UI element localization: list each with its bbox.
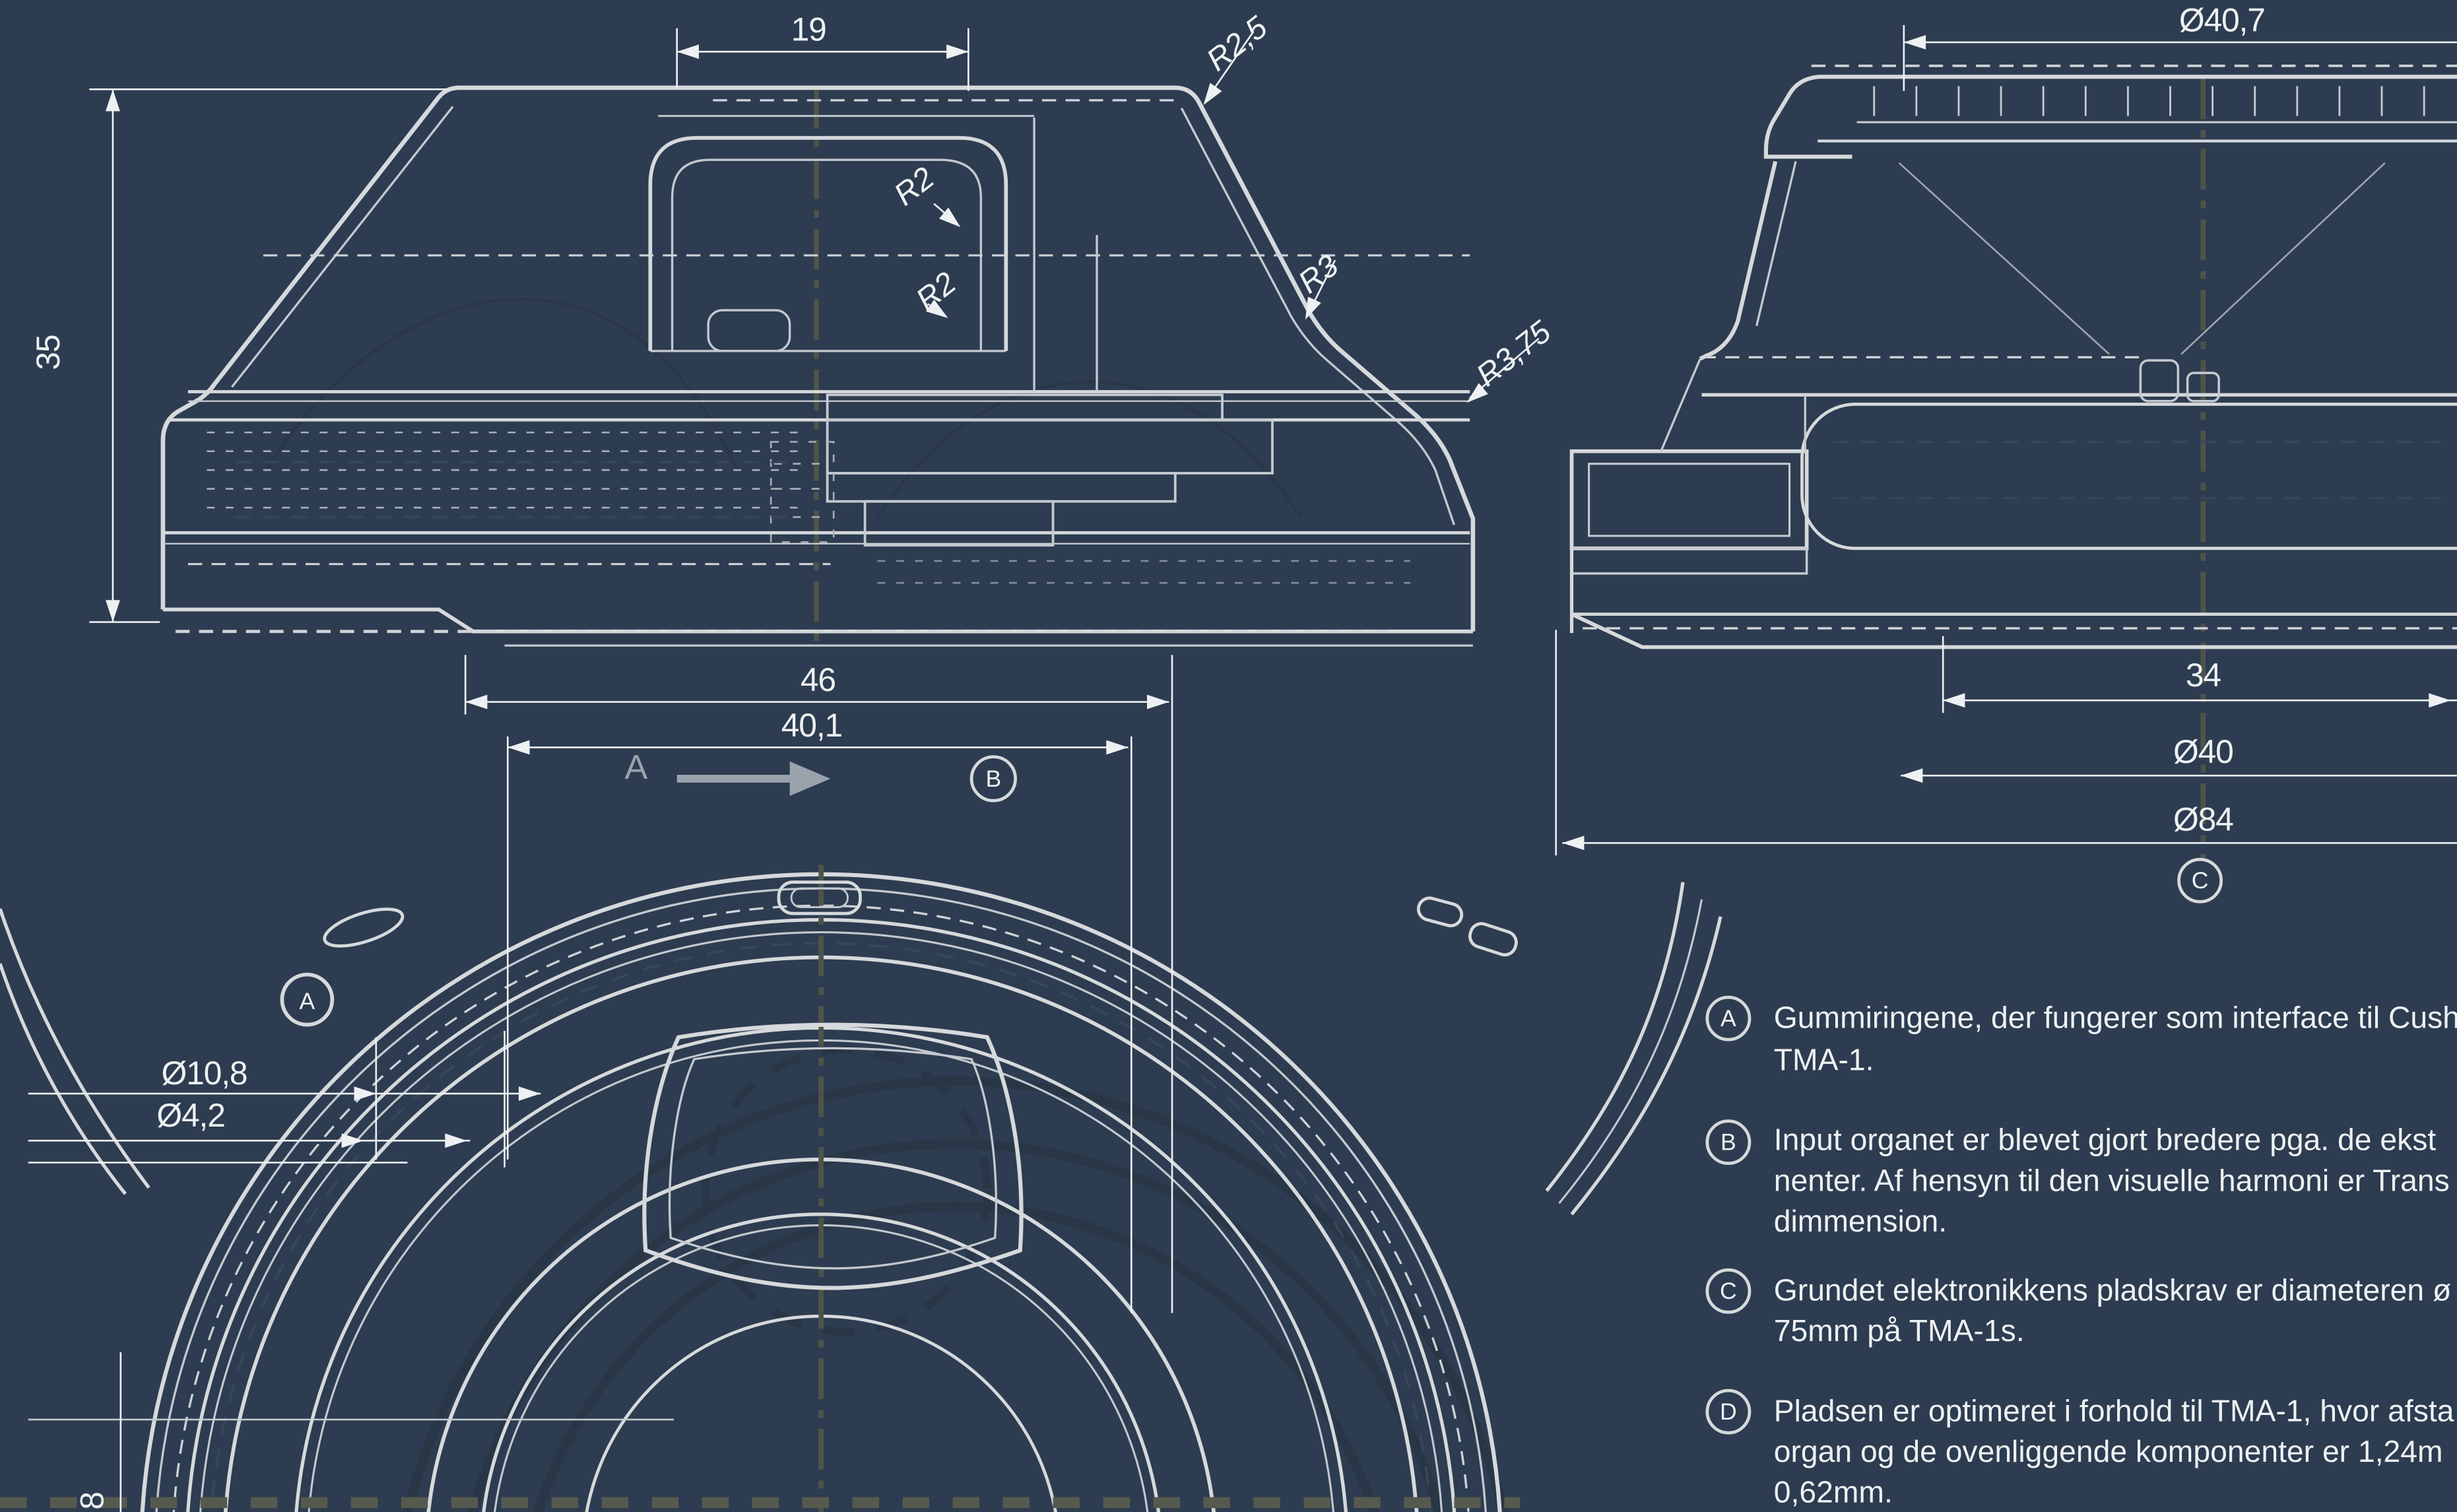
note-c: C Grundet elektronikkens pladskrav er di… <box>1705 1268 2451 1348</box>
dim-46: 46 <box>801 661 835 698</box>
section-letter-a: A <box>625 748 648 787</box>
right-section-view <box>1569 64 2457 859</box>
notes-block: A Gummiringene, der fungerer som interfa… <box>1705 995 2457 1509</box>
dim-d40: Ø40 <box>2173 733 2233 770</box>
svg-text:A: A <box>1720 1005 1736 1032</box>
dim-10-8: Ø10,8 <box>162 1055 247 1092</box>
callout-b: B <box>985 766 1001 792</box>
note-a-line2: TMA-1. <box>1774 1043 1874 1077</box>
svg-text:D: D <box>1720 1398 1737 1425</box>
dim-40-7: Ø40,7 <box>2179 1 2265 38</box>
dim-34: 34 <box>2186 657 2221 694</box>
note-c-line1: Grundet elektronikkens pladskrav er diam… <box>1774 1272 2451 1307</box>
callout-a: A <box>299 988 315 1014</box>
callout-c: C <box>2192 867 2209 894</box>
dim-r2-a: R2 <box>888 160 940 213</box>
bottom-plan-view <box>0 865 1722 1512</box>
dim-r3-75: R3,75 <box>1470 314 1557 393</box>
note-b-line3: dimmension. <box>1774 1204 1947 1238</box>
note-b-line2: nenter. Af hensyn til den visuelle harmo… <box>1774 1163 2450 1197</box>
grill-ticks <box>1873 86 2425 116</box>
dim-4-2: Ø4,2 <box>156 1097 224 1134</box>
dim-r2-5: R2,5 <box>1200 9 1274 78</box>
note-d: D Pladsen er optimeret i forhold til TMA… <box>1705 1389 2454 1509</box>
note-b-line1: Input organet er blevet gjort bredere pg… <box>1774 1123 2437 1157</box>
dimensions-right: Ø40,7 34 Ø40 Ø84 C <box>1555 1 2457 904</box>
dimensions-bottom: 46 40,1 A B A Ø10,8 Ø4,2 8 <box>28 655 1173 1512</box>
note-d-line2: organ og de ovenliggende komponenter er … <box>1774 1434 2443 1468</box>
note-b: B Input organet er blevet gjort bredere … <box>1705 1119 2450 1238</box>
dim-cut-8: 8 <box>74 1492 111 1510</box>
dim-35: 35 <box>30 335 67 370</box>
dim-40-1: 40,1 <box>781 707 842 744</box>
note-a-line1: Gummiringene, der fungerer som interface… <box>1774 1000 2457 1034</box>
dim-r2-b: R2 <box>909 265 962 317</box>
left-section-view <box>160 85 1476 647</box>
svg-text:B: B <box>1720 1129 1736 1156</box>
svg-text:C: C <box>1720 1278 1737 1304</box>
note-d-line3: 0,62mm. <box>1774 1475 1893 1509</box>
dim-d84: Ø84 <box>2173 801 2233 838</box>
note-d-line1: Pladsen er optimeret i forhold til TMA-1… <box>1774 1393 2454 1428</box>
note-c-line2: 75mm på TMA-1s. <box>1774 1313 2025 1348</box>
note-a: A Gummiringene, der fungerer som interfa… <box>1705 995 2457 1077</box>
dim-19: 19 <box>791 11 826 48</box>
